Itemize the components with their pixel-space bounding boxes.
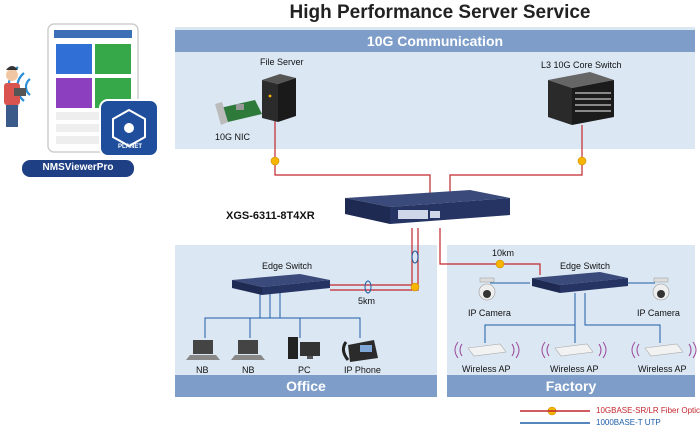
label-distance-factory: 10km <box>492 248 515 258</box>
label-pc: PC <box>298 365 311 375</box>
label-core-switch: L3 10G Core Switch <box>541 60 622 70</box>
edge-switch-office-shape <box>232 274 330 295</box>
label-file-server: File Server <box>260 57 304 67</box>
zone-10g-bar: 10G Communication <box>175 30 695 52</box>
zone-office <box>175 245 437 397</box>
app-name: NMSViewerPro <box>42 162 114 173</box>
main-switch-shape <box>345 190 510 224</box>
file-server-shape <box>262 74 296 122</box>
label-wireless-ap-3: Wireless AP <box>638 364 687 374</box>
label-main-switch: XGS-6311-8T4XR <box>226 210 315 222</box>
utp-factory <box>484 282 661 343</box>
fiber-office <box>330 228 413 286</box>
label-edge-switch-factory: Edge Switch <box>560 261 611 271</box>
label-ip-phone: IP Phone <box>344 365 381 375</box>
zone-factory <box>447 245 695 397</box>
label-wireless-ap-1: Wireless AP <box>462 364 511 374</box>
zone-office-bar: Office <box>175 375 437 397</box>
pc-shape <box>288 337 320 359</box>
nic-shape <box>215 100 262 125</box>
label-wireless-ap-2: Wireless AP <box>550 364 599 374</box>
edge-switch-factory-shape <box>532 272 628 293</box>
fiber-file-server <box>274 120 431 195</box>
oval-marker-2 <box>364 280 372 294</box>
utp-office <box>204 293 361 338</box>
label-nb-2: NB <box>242 365 255 375</box>
zone-factory-bar: Factory <box>447 375 695 397</box>
label-nb-1: NB <box>196 365 209 375</box>
fiber-factory <box>439 228 541 275</box>
ap-waves <box>454 341 697 359</box>
laptop-shapes <box>186 340 265 360</box>
ip-phone-shape <box>341 340 378 362</box>
legend-fiber-label: 10GBASE-SR/LR Fiber Optic <box>596 406 700 415</box>
label-ip-camera-right: IP Camera <box>637 308 680 318</box>
app-brand: PLANET <box>118 144 142 150</box>
oval-marker-1 <box>411 250 419 264</box>
nms-illustration <box>4 23 159 177</box>
label-edge-switch-office: Edge Switch <box>262 261 313 271</box>
core-switch-shape <box>548 72 614 125</box>
fiber-office-2 <box>330 228 419 291</box>
legend-utp-label: 1000BASE-T UTP <box>596 418 661 427</box>
label-distance-office: 5km <box>358 296 376 306</box>
ap-shapes <box>467 343 684 357</box>
label-ip-camera-left: IP Camera <box>468 308 511 318</box>
camera-shapes <box>478 277 670 301</box>
label-nic: 10G NIC <box>215 132 251 142</box>
fiber-core-switch <box>449 125 583 195</box>
page-title: High Performance Server Service <box>289 2 591 23</box>
